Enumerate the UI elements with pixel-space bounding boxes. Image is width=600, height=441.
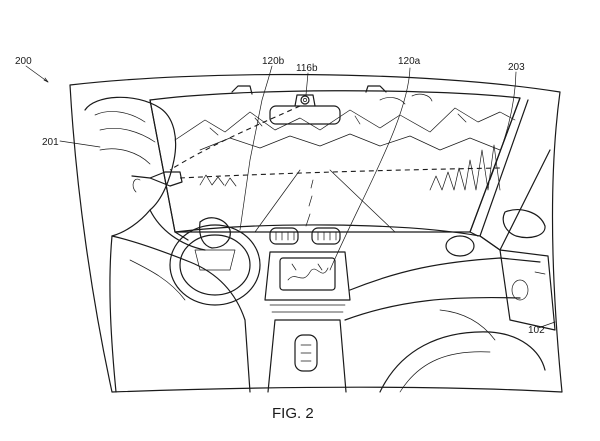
infotainment-display [279,257,336,291]
hud-projection-line-upper [169,105,301,171]
ref-label-203: 203 [508,62,525,73]
driver-hand [199,217,231,249]
door-panel [499,249,556,331]
leader-116b [305,72,309,96]
ref-label-120b: 120b [262,56,285,67]
air-vent-left [269,227,299,245]
windshield [149,90,521,233]
camera-icon [300,95,310,105]
driver-body [111,235,251,393]
dashboard [174,224,501,393]
ref-label-200: 200 [15,56,32,67]
steering-wheel [169,224,261,306]
ref-label-120a: 120a [398,56,421,67]
ref-label-102: 102 [528,325,545,336]
center-console [267,319,347,393]
hud-projection-line-lower [179,167,501,179]
center-stack [264,251,351,301]
driver [84,96,251,393]
passenger-side [344,209,556,393]
side-mirror [502,209,546,239]
rearview-mirror [231,85,387,125]
mountain-range [174,107,516,141]
leader-120a [329,67,411,271]
leader-120b [239,65,273,231]
vehicle-interior-frame [69,73,563,393]
ref-label-201: 201 [42,137,59,148]
leader-200 [25,65,49,83]
leader-201 [59,140,101,148]
ref-label-116b: 116b [296,63,318,74]
air-vent-passenger [445,235,475,257]
passenger-seat [379,331,546,393]
driver-head [84,96,177,237]
air-vent-right [311,227,341,245]
leader-203 [489,71,517,181]
road [254,169,396,233]
gear-shifter [294,334,318,372]
figure-caption: FIG. 2 [272,405,314,422]
driver-glasses [149,171,183,187]
tree-line [429,144,501,191]
leader-102 [537,321,556,329]
leader-lines [25,65,556,329]
